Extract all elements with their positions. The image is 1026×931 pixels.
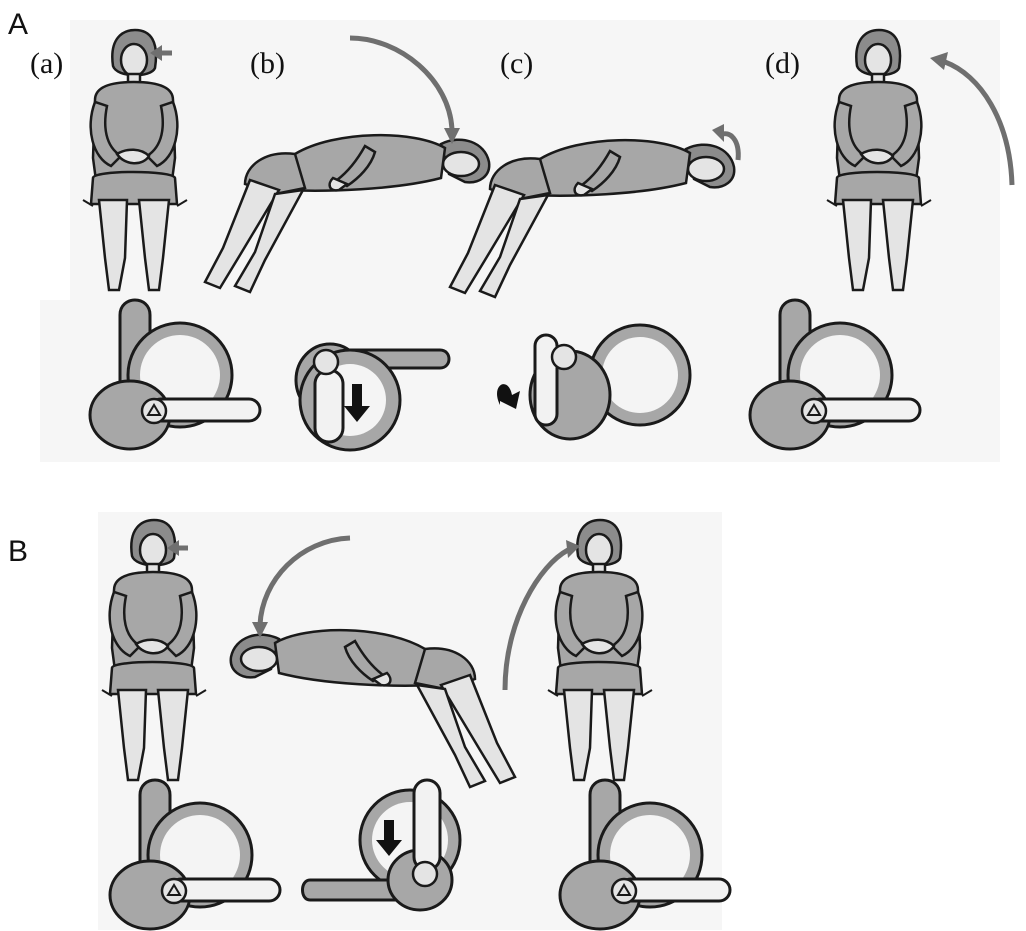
patient-lying-c [450,140,734,297]
canal-a [90,300,260,449]
canal-b [296,344,449,450]
canal-b3 [560,780,730,929]
patient-seated-b3 [548,520,652,780]
patient-seated-b1 [102,520,206,780]
canal-c [497,325,690,439]
sit-up-arrow-d [945,62,1012,185]
patient-seated-d [827,30,931,290]
lie-down-arrow-b [350,38,452,130]
canal-b2 [303,780,461,910]
patient-lying-b2 [231,630,515,787]
canal-d [750,300,920,449]
lie-down-arrow-b2 [260,538,350,625]
patient-seated-a [83,30,187,290]
patient-lying-b [205,135,489,292]
canal-b1 [110,780,280,929]
